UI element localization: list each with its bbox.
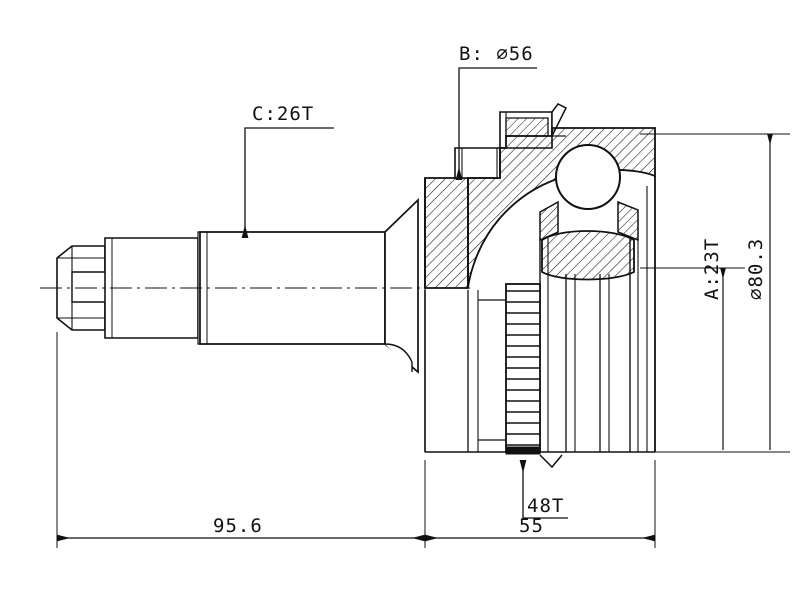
label-length-right: 55 [519,515,544,537]
label-diameter-b: B: ∅56 [459,43,534,65]
cage-segment-left [539,200,559,242]
label-spline-a: A:23T [701,238,723,300]
leader-diameter-b: B: ∅56 [455,43,537,180]
label-outer-diameter: ∅80.3 [745,238,767,300]
shaft-taper [384,197,419,374]
label-spline-c: C:26T [252,103,314,125]
inner-race [541,230,635,281]
leader-tone-ring: 48T [519,460,568,519]
cv-joint-body [424,103,656,453]
ball-bearing [555,144,621,210]
dimension-spline-a: A:23T [640,238,745,450]
abs-tone-ring [478,283,563,469]
housing-left-flange [424,177,469,289]
dimension-outer-diameter: ∅80.3 [640,133,790,453]
label-tone-ring: 48T [527,495,564,517]
shaft-assembly [56,197,419,374]
horizontal-dimension-lines: 95.6 55 [56,332,656,548]
housing-sleeve [424,290,479,452]
leader-spline-c: C:26T [241,103,334,238]
tone-ring-foot [539,454,563,469]
label-length-left: 95.6 [213,515,263,537]
